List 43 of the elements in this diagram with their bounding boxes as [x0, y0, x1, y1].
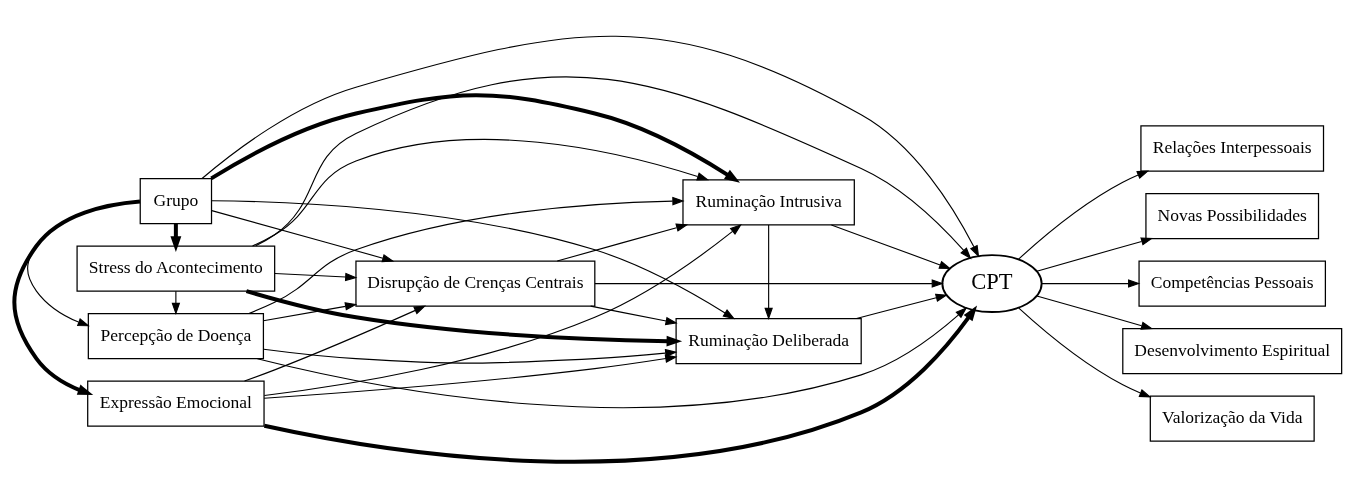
arrow	[263, 305, 978, 464]
node-box: Valorização da Vida	[1149, 395, 1315, 442]
arrow	[274, 272, 358, 282]
arrow	[856, 293, 948, 320]
arrow	[764, 224, 773, 321]
node-box: Disrupção de Crenças Centrais	[355, 260, 596, 307]
arrow	[262, 302, 358, 322]
arrow	[263, 348, 678, 364]
arrow	[255, 76, 972, 260]
node-box: Percepção de Doença	[87, 312, 265, 360]
node-box: Ruminação Intrusiva	[682, 179, 855, 226]
node-box: Stress do Acontecimento	[76, 245, 276, 292]
arrow	[248, 196, 685, 315]
arrow	[201, 35, 980, 258]
node-box: Desenvolvimento Espiritual	[1122, 327, 1343, 375]
arrow	[1018, 170, 1150, 260]
arrow	[210, 93, 740, 183]
arrow	[263, 223, 742, 396]
node-box: Competências Pessoais	[1138, 260, 1326, 307]
arrow	[252, 138, 710, 247]
arrow	[12, 199, 141, 396]
node-box: Relações Interpessoais	[1140, 125, 1325, 172]
arrow	[243, 305, 427, 382]
arrow	[211, 200, 736, 320]
arrow	[1036, 237, 1154, 272]
node-box: Grupo	[139, 177, 213, 225]
node-ellipse: CPT	[941, 254, 1043, 313]
arrow	[27, 200, 141, 327]
node-box: Novas Possibilidades	[1145, 192, 1320, 240]
arrow	[245, 289, 683, 347]
arrow	[1036, 295, 1154, 330]
arrow	[256, 306, 968, 409]
arrow	[594, 279, 944, 288]
arrow	[590, 305, 678, 326]
arrow	[211, 210, 395, 263]
node-box: Expressão Emocional	[87, 380, 265, 427]
arrow	[171, 290, 181, 316]
arrow	[263, 354, 678, 399]
arrow	[556, 223, 689, 262]
arrow	[1018, 307, 1152, 398]
node-box: Ruminação Deliberada	[675, 317, 862, 365]
arrow	[1041, 279, 1141, 288]
arrow	[830, 224, 952, 270]
